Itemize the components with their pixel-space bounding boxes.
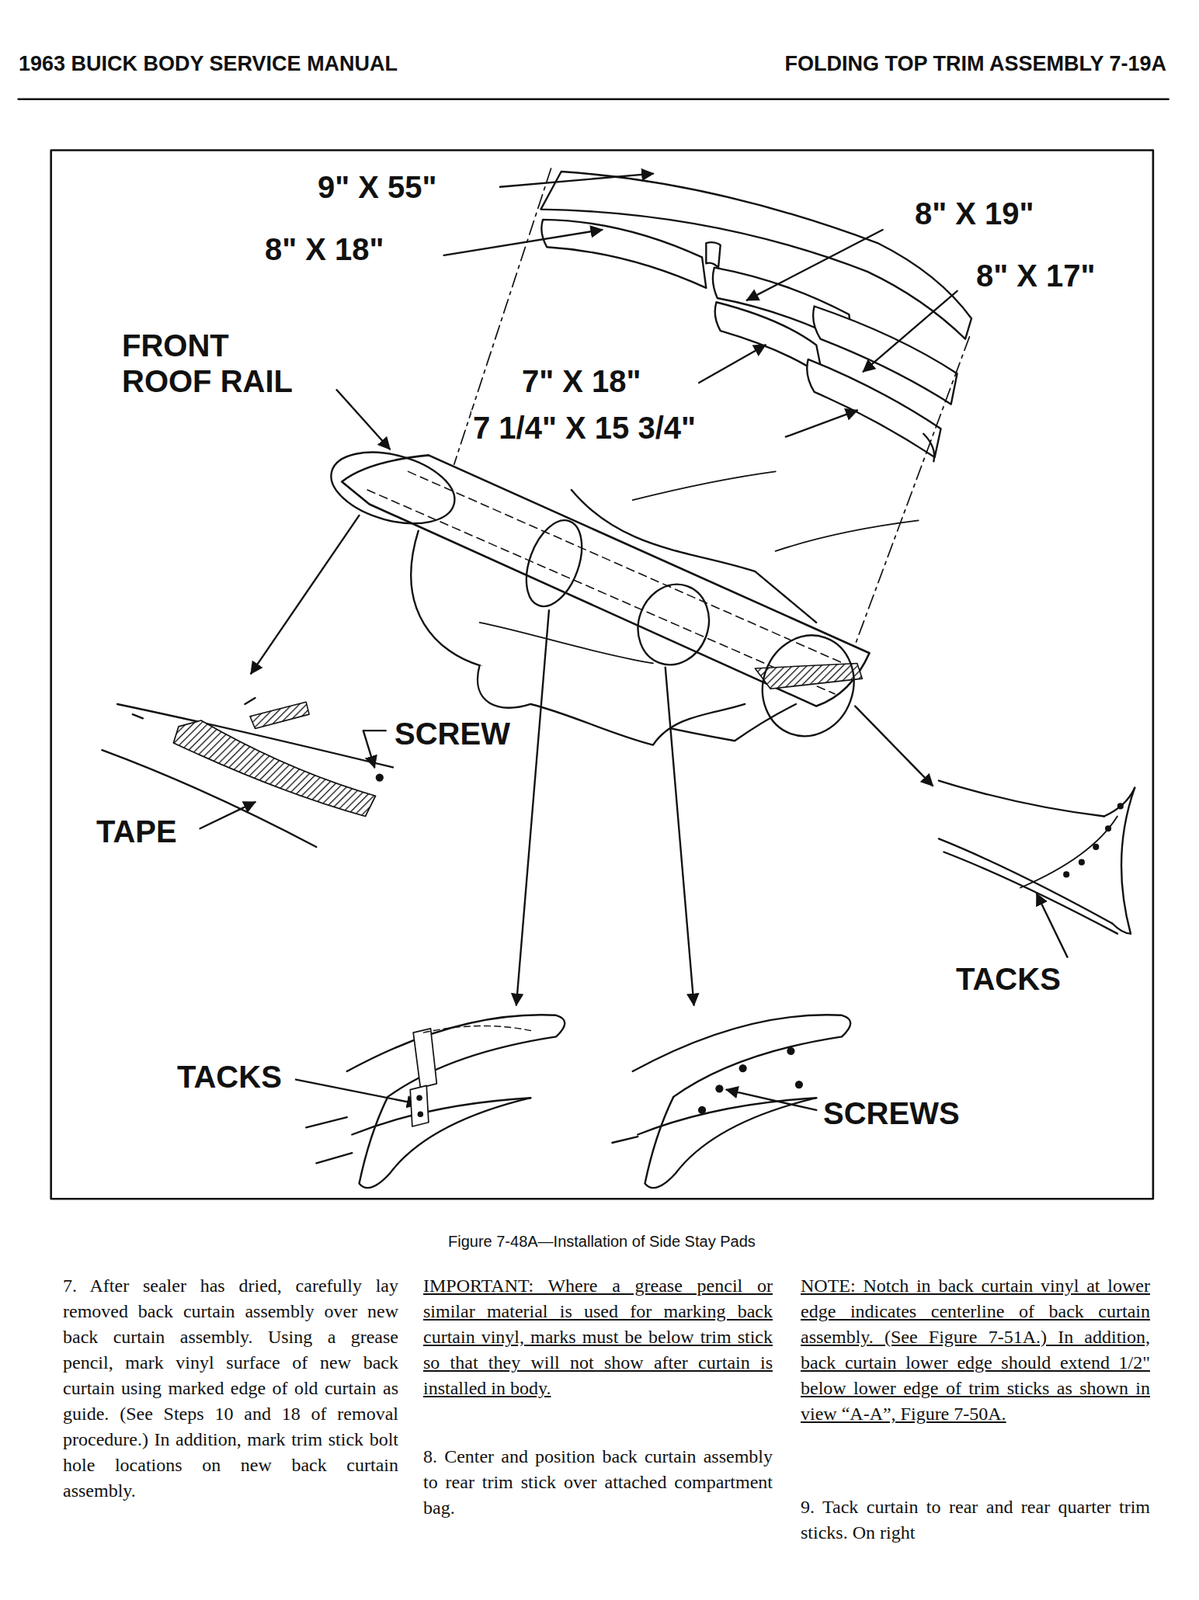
body-paragraph: 9. Tack curtain to rear and rear quarter… bbox=[800, 1494, 1151, 1547]
dimension-label: 7 1/4" X 15 3/4" bbox=[471, 410, 698, 446]
dimension-label: 8" X 17" bbox=[974, 257, 1098, 294]
body-note: IMPORTANT: Where a grease pencil or simi… bbox=[423, 1273, 773, 1402]
dimension-label: 7" X 18" bbox=[520, 363, 643, 400]
part-name: TACKS bbox=[175, 1059, 284, 1095]
part-name: SCREW bbox=[392, 715, 512, 752]
dimension-label: 8" X 18" bbox=[263, 231, 386, 268]
page-header: FOLDING TOP TRIM ASSEMBLY 7-19A bbox=[698, 51, 1167, 77]
body-note: NOTE: Notch in back curtain vinyl at low… bbox=[800, 1273, 1151, 1428]
body-paragraph: 7. After sealer has dried, carefully lay… bbox=[62, 1273, 399, 1505]
part-name: SCREWS bbox=[821, 1095, 962, 1132]
figure-caption: Figure 7-48A—Installation of Side Stay P… bbox=[448, 1231, 756, 1252]
body-paragraph: 8. Center and position back curtain asse… bbox=[423, 1444, 773, 1522]
part-name: TACKS bbox=[954, 961, 1063, 998]
dimension-label: 9" X 55" bbox=[316, 169, 439, 206]
page-title: 1963 BUICK BODY SERVICE MANUAL bbox=[18, 51, 398, 77]
dimension-label: 8" X 19" bbox=[913, 195, 1036, 232]
part-name: FRONT ROOF RAIL bbox=[120, 327, 318, 400]
part-name: TAPE bbox=[94, 813, 179, 850]
